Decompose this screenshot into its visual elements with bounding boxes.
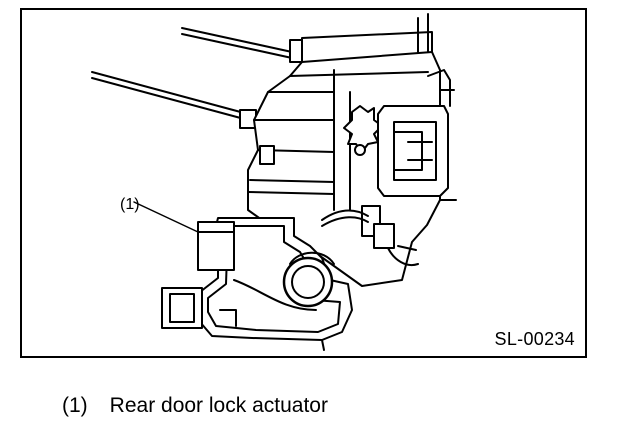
door-lock-drawing bbox=[91, 13, 457, 351]
diagram-frame: (1) SL-00234 bbox=[20, 8, 587, 358]
rear-door-lock-actuator bbox=[161, 217, 353, 351]
latch-mechanism bbox=[343, 69, 457, 201]
callout-leader-line bbox=[133, 201, 199, 233]
latch-housing bbox=[247, 13, 441, 287]
wiring-connector bbox=[321, 205, 419, 266]
legend-number: (1) bbox=[62, 394, 88, 417]
callout-number: (1) bbox=[120, 196, 140, 213]
legend-item: (1) Rear door lock actuator bbox=[62, 394, 328, 418]
legend-label: Rear door lock actuator bbox=[109, 394, 328, 417]
door-rods bbox=[91, 27, 305, 129]
figure-code: SL-00234 bbox=[494, 329, 575, 349]
